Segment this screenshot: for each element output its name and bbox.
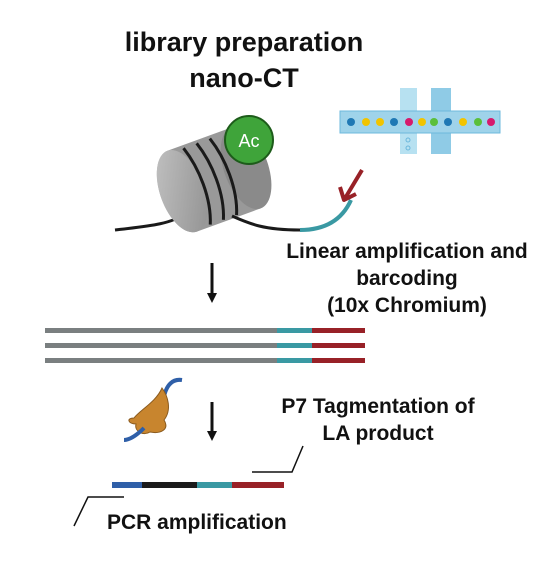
- tagmentation-label-line-1: P7 Tagmentation of: [281, 395, 475, 418]
- dna-right-strand: [231, 214, 301, 232]
- tagmentation-label-line-2: LA product: [322, 422, 433, 445]
- barcode-extension: [299, 199, 353, 232]
- nucleosome-illustration: Ac: [114, 115, 353, 233]
- transposase-icon: [123, 377, 183, 442]
- amplified-strand-3: [45, 358, 365, 363]
- linear-amplification-label-line-1: Linear amplification and: [286, 240, 528, 263]
- pcr-amplification-label: PCR amplification: [107, 511, 287, 534]
- final-library-strand: [112, 482, 284, 488]
- primer-arrow: [338, 168, 364, 202]
- linear-amplification-label-line-2: barcoding: [356, 267, 458, 290]
- linear-amplification-label-line-3: (10x Chromium): [327, 294, 487, 317]
- tagmentation-pointer-line: [252, 445, 304, 473]
- title-line-2: nano-CT: [189, 63, 299, 93]
- acetyl-mark-label: Ac: [238, 131, 259, 151]
- microfluidic-chip-icon: [339, 88, 501, 154]
- title-line-1: library preparation: [125, 27, 364, 57]
- pcr-pointer-line: [73, 496, 124, 527]
- amplified-strand-1: [45, 328, 365, 333]
- acetyl-mark: [224, 115, 274, 165]
- amplified-strand-2: [45, 343, 365, 348]
